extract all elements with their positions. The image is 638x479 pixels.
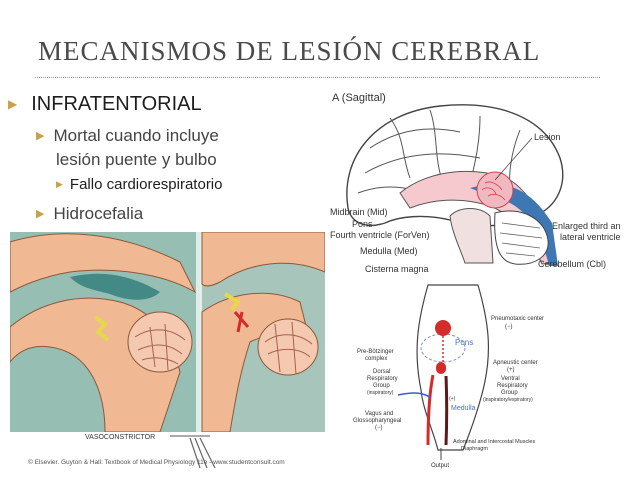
label-pons-resp: Pons — [455, 338, 473, 347]
sagittal-brain-figure: A (Sagittal) Lesion Midbrain (Mid) Pons … — [330, 92, 621, 274]
figure-credit: © Elsevier. Guyton & Hall: Textbook of M… — [28, 458, 285, 466]
cerebellum-right — [257, 318, 319, 376]
svg-text:(inspiratory/expiratory): (inspiratory/expiratory) — [483, 397, 533, 403]
respiratory-centers-figure: Pneumotaxic center (−) Pons Apneustic ce… — [343, 280, 570, 470]
gyri-lines — [357, 109, 521, 199]
bullet-text-fallo: Fallo cardiorespiratorio — [69, 176, 223, 193]
cerebellum-left — [127, 311, 193, 373]
svg-text:(−): (−) — [375, 425, 383, 431]
brainstem-outline — [416, 284, 490, 451]
label-apneustic: Apneustic center — [493, 360, 538, 366]
label-cerebellum: Cerebellum (Cbl) — [538, 259, 606, 269]
bullet-text-hidrocefalia: Hidrocefalia — [53, 204, 144, 223]
slide-title: MECANISMOS DE LESIÓN CEREBRAL — [38, 36, 541, 66]
pons-medulla — [449, 208, 494, 264]
title-divider — [35, 77, 600, 78]
label-medulla: Medulla (Med) — [360, 246, 418, 256]
svg-text:(−): (−) — [505, 324, 513, 330]
triangle-right-icon: ▶ — [36, 208, 45, 220]
svg-text:Respiratory: Respiratory — [367, 376, 398, 382]
svg-text:(inspiratory): (inspiratory) — [367, 390, 394, 396]
svg-text:(+): (+) — [449, 396, 456, 402]
bullet-level2-hidrocefalia: ▶ Hidrocefalia — [36, 204, 143, 224]
bullet-text-mortal-line2: lesión puente y bulbo — [56, 150, 217, 169]
label-output: Output — [431, 463, 449, 469]
svg-text:Ventral: Ventral — [501, 376, 520, 382]
panel-label: A (Sagittal) — [332, 92, 386, 104]
bullet-level2-mortal: ▶ Mortal cuando incluye lesión puente y b… — [36, 124, 219, 171]
triangle-right-icon: ▶ — [8, 97, 18, 111]
svg-text:Glossopharyngeal: Glossopharyngeal — [353, 418, 401, 424]
hydrocephalus-figure: VASOCONSTRICTOR © Elsevier. Guyton & Hal… — [10, 232, 325, 468]
label-pneumotaxic: Pneumotaxic center — [491, 316, 544, 322]
bullet-level1: ▶ INFRATENTORIAL — [8, 93, 202, 116]
label-pons: Pons — [352, 219, 373, 229]
label-fourth-ventricle: Fourth ventricle (ForVen) — [330, 230, 430, 240]
triangle-right-icon: ▶ — [36, 130, 45, 142]
label-enlarged-line1: Enlarged third an — [552, 221, 621, 231]
svg-text:(+): (+) — [507, 367, 515, 373]
svg-text:Respiratory: Respiratory — [497, 383, 528, 389]
enlarged-ventricle — [470, 184, 558, 266]
label-lesion: Lesion — [534, 132, 561, 142]
triangle-right-icon: ▶ — [56, 179, 63, 189]
svg-text:Diaphragm: Diaphragm — [461, 446, 488, 452]
label-enlarged-line2: lateral ventricle — [560, 232, 621, 242]
label-vagus: Vagus and — [365, 411, 393, 417]
svg-text:Group: Group — [501, 390, 518, 396]
label-cisterna: Cisterna magna — [365, 264, 429, 274]
csf-flow-arrow — [93, 315, 110, 342]
bullet-text-infratentorial: INFRATENTORIAL — [31, 93, 202, 115]
label-vasoconstrictor: VASOCONSTRICTOR — [85, 434, 155, 441]
svg-text:complex: complex — [365, 356, 387, 362]
label-medulla-resp: Medulla — [451, 405, 476, 412]
obstruction-mark — [233, 311, 250, 333]
label-midbrain: Midbrain (Mid) — [330, 207, 388, 217]
cerebellum — [494, 210, 549, 265]
label-muscles: Adominal and Intercostal Muscles — [453, 439, 535, 445]
label-dorsal: Dorsal — [373, 369, 390, 375]
label-pre-botzinger: Pre-Bötzinger — [357, 349, 394, 355]
pneumotaxic-node — [435, 320, 451, 336]
apneustic-node — [436, 362, 446, 374]
bullet-text-mortal-line1: Mortal cuando incluye — [53, 126, 219, 145]
bullet-level3-fallo: ▶ Fallo cardiorespiratorio — [56, 176, 223, 193]
svg-text:Group: Group — [373, 383, 390, 389]
